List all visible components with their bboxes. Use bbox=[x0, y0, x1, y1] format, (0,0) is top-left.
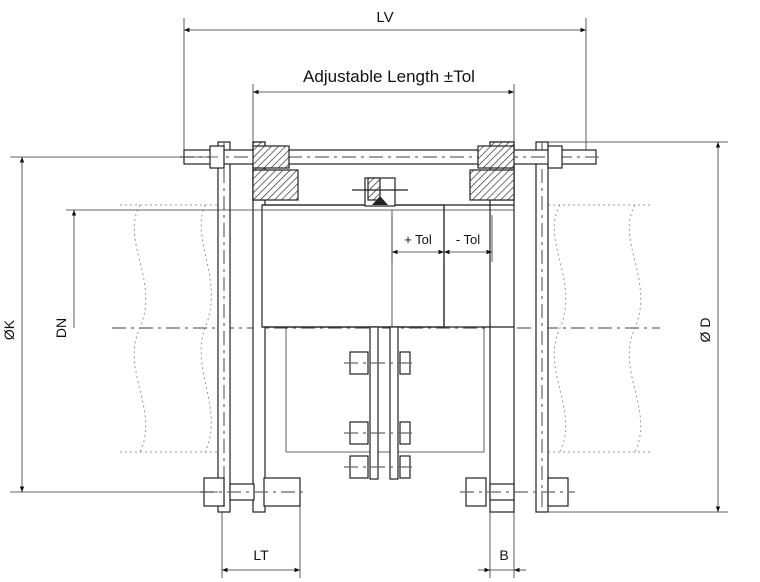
lv-label: LV bbox=[376, 9, 393, 26]
gland-housing bbox=[252, 169, 299, 201]
minus-tol-label: - Tol bbox=[456, 232, 480, 247]
dimension-b: B bbox=[478, 512, 526, 578]
dn-label: DN bbox=[53, 318, 69, 338]
dimension-dn: DN bbox=[53, 209, 262, 338]
b-label: B bbox=[499, 547, 508, 563]
dk-label: ØK bbox=[1, 319, 17, 340]
adjustable-length-label: Adjustable Length ±Tol bbox=[303, 67, 475, 86]
lt-label: LT bbox=[253, 547, 269, 563]
gland-bolts bbox=[344, 177, 414, 480]
plus-tol-label: + Tol bbox=[404, 232, 432, 247]
dimension-dk: ØK bbox=[1, 156, 218, 493]
dimension-lt: LT bbox=[221, 506, 301, 578]
bottom-bolts bbox=[200, 477, 575, 507]
dimension-adjustable-length: Adjustable Length ±Tol bbox=[252, 67, 515, 142]
d-label: Ø D bbox=[697, 318, 713, 343]
dimension-d: Ø D bbox=[548, 141, 728, 513]
tie-rod-top bbox=[180, 145, 600, 169]
dimension-lv: LV bbox=[183, 9, 587, 150]
dimension-tolerance: + Tol - Tol bbox=[391, 215, 493, 262]
